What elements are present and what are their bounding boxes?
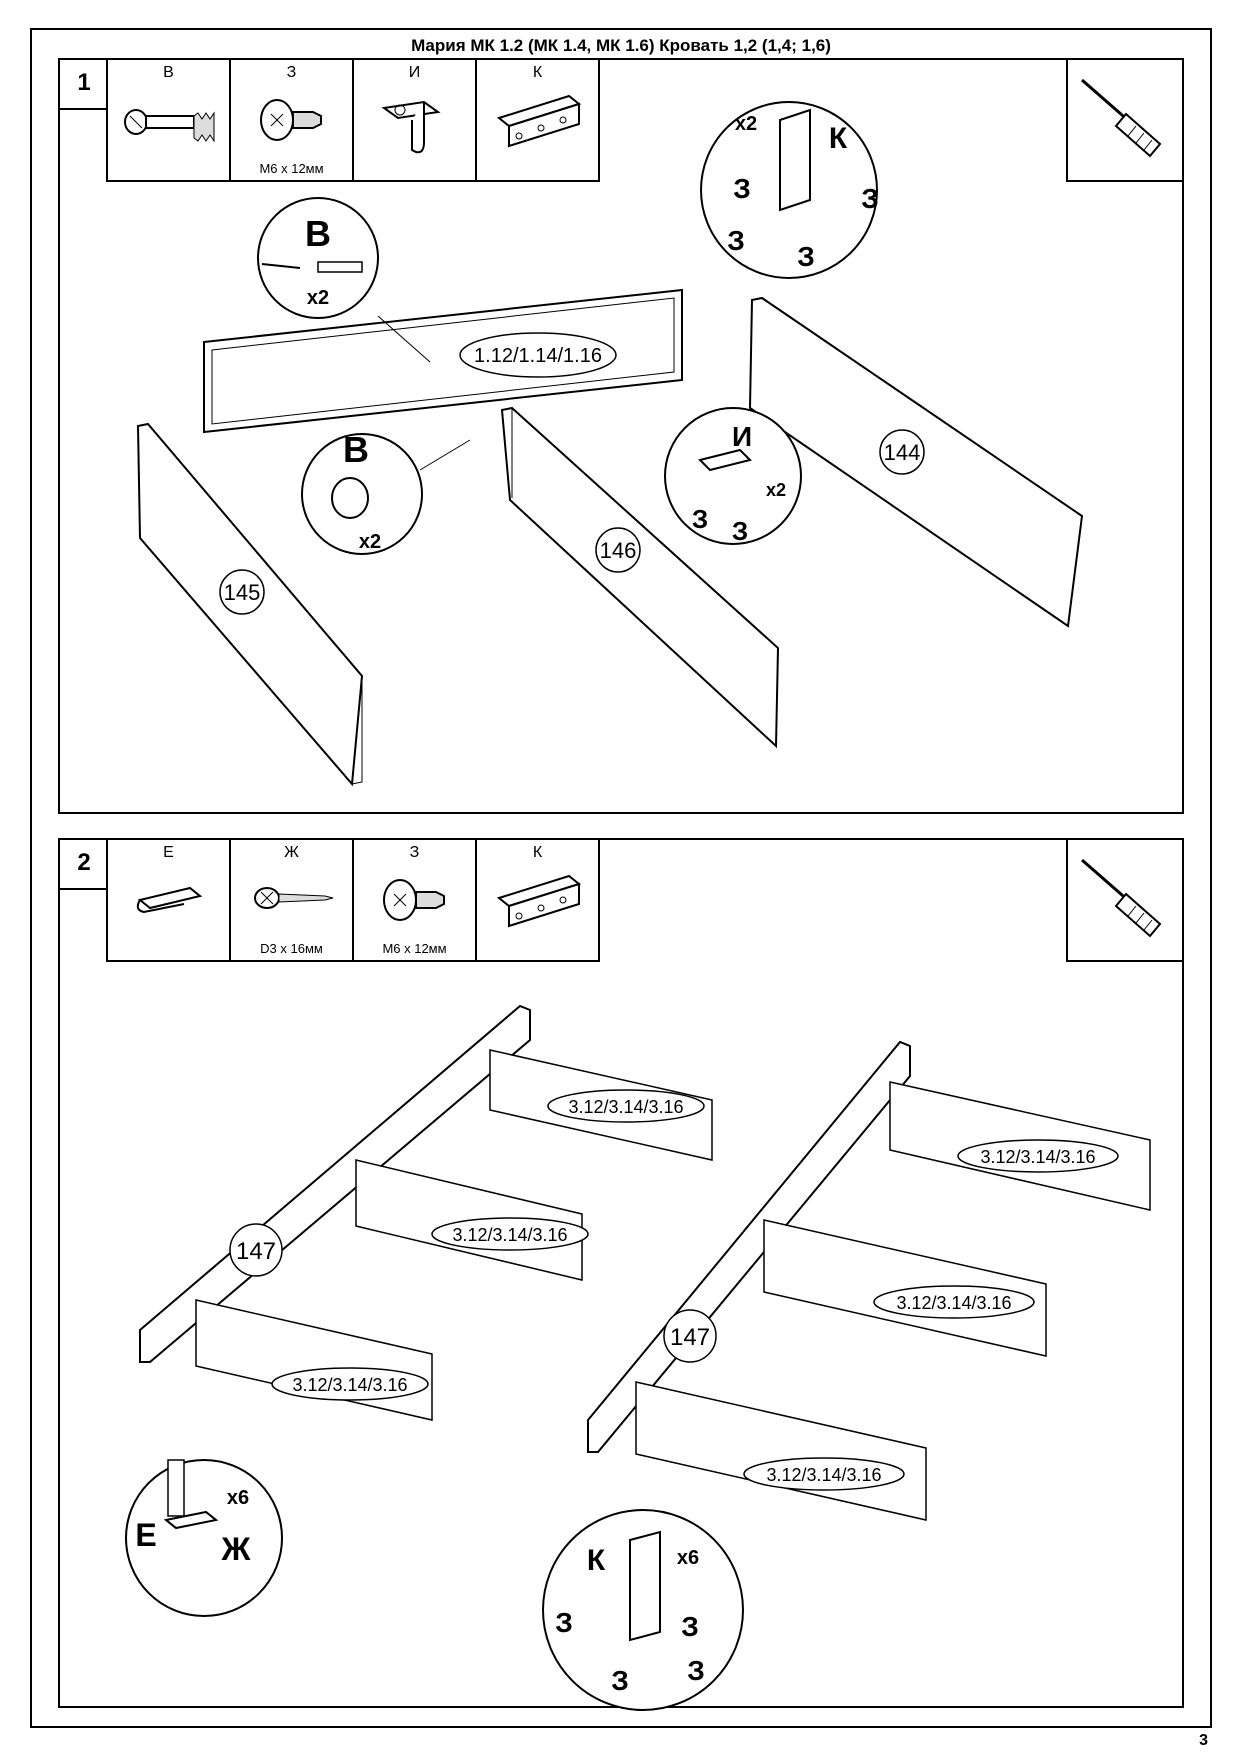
part-letter: К: [532, 64, 543, 81]
part-letter: З: [286, 64, 297, 81]
callout-e-screw: Ж: [221, 1531, 252, 1567]
part-i-cell: И: [352, 58, 477, 182]
slat-label: 3.12/3.14/3.16: [292, 1375, 407, 1395]
rail-label: 147: [670, 1324, 710, 1351]
support-bracket-icon: [136, 886, 203, 914]
callout-e: x6 Е Ж: [125, 1459, 283, 1617]
right-frame-assembly: 3.12/3.14/3.16 3.12/3.14/3.16 3.12/3.14/…: [587, 1040, 1151, 1521]
panel-144-label: 144: [884, 440, 921, 465]
callout-k2: К x6 З З З З: [542, 1509, 744, 1711]
slat-label: 3.12/3.14/3.16: [896, 1293, 1011, 1313]
part-letter: И: [408, 64, 421, 81]
angle-bracket-icon: [496, 874, 582, 928]
callout-i-screw-2: З: [732, 516, 748, 546]
left-frame-assembly: 3.12/3.14/3.16 3.12/3.14/3.16 3.12/3.14/…: [139, 1004, 713, 1421]
callout-e-qty: x6: [227, 1487, 249, 1509]
page-number: 3: [1199, 1732, 1208, 1749]
part-letter: Ж: [284, 844, 299, 861]
callout-b-top: В x2: [257, 197, 431, 363]
callout-b-top-qty: x2: [307, 287, 329, 309]
callout-k-screw-2: З: [861, 183, 879, 214]
panel-145: 145: [136, 422, 364, 787]
bolt-icon: [383, 879, 445, 921]
part-k2-cell: К: [475, 838, 600, 962]
part-letter: Е: [163, 844, 174, 861]
cam-dowel-icon: [124, 109, 215, 143]
part-size: М6 х 12мм: [259, 161, 324, 176]
angle-bracket-icon: [496, 94, 582, 148]
callout-k: x2 К З З З З: [700, 101, 879, 279]
callout-k-screw-3: З: [727, 225, 745, 256]
callout-k2-qty: x6: [677, 1547, 699, 1569]
bolt-icon: [260, 99, 322, 141]
part-zh-cell: Ж D3 х 16мм: [229, 838, 354, 962]
callout-k-qty: x2: [735, 113, 757, 135]
part-letter: К: [532, 844, 543, 861]
panel-146-label: 146: [600, 538, 637, 563]
callout-b-bottom-qty: x2: [359, 531, 381, 553]
screwdriver-icon: [1081, 858, 1162, 938]
slat-label: 3.12/3.14/3.16: [980, 1147, 1095, 1167]
page-title: Мария МК 1.2 (МК 1.4, МК 1.6) Кровать 1,…: [411, 36, 831, 55]
step2-parts-table: Е Ж D3 х 16мм З М6 х 12мм К: [106, 838, 600, 962]
panel-144: 144: [748, 296, 1084, 628]
step1-parts-table: В З М6 х 12мм И К: [106, 58, 600, 182]
callout-b-bottom-letter: В: [343, 429, 369, 470]
part-letter: З: [409, 844, 420, 861]
slat-label: 3.12/3.14/3.16: [568, 1097, 683, 1117]
part-size: М6 х 12мм: [382, 941, 447, 956]
step1-panel: [58, 58, 1184, 814]
step2-tool-box: [1066, 838, 1184, 962]
callout-k2-letter: К: [587, 1544, 606, 1577]
step1-tool-box: [1066, 58, 1184, 182]
callout-i-letter: И: [732, 421, 752, 452]
panel-145-label: 145: [224, 580, 261, 605]
step1-number: 1: [58, 58, 110, 110]
callout-k2-screw-2: З: [681, 1611, 699, 1642]
hook-bracket-icon: [381, 100, 441, 154]
rail-label: 147: [236, 1238, 276, 1265]
page-frame: [30, 28, 1212, 1728]
wood-screw-icon: [254, 887, 334, 909]
callout-i-screw-1: З: [692, 504, 708, 534]
slat-label: 3.12/3.14/3.16: [452, 1225, 567, 1245]
callout-k-screw-1: З: [733, 173, 751, 204]
callout-i-qty: x2: [766, 480, 786, 500]
part-k-cell: К: [475, 58, 600, 182]
headboard-panel: 1.12/1.14/1.16: [203, 288, 683, 434]
step2-number: 2: [58, 838, 110, 890]
part-letter: В: [163, 64, 174, 81]
callout-k2-screw-4: З: [687, 1655, 705, 1686]
headboard-label: 1.12/1.14/1.16: [474, 345, 602, 367]
slat-label: 3.12/3.14/3.16: [766, 1465, 881, 1485]
callout-b-top-letter: В: [305, 213, 331, 254]
callout-k-letter: К: [829, 122, 848, 155]
callout-k-screw-4: З: [797, 241, 815, 272]
callout-k2-screw-3: З: [611, 1665, 629, 1696]
callout-b-bottom: В x2: [301, 429, 471, 555]
part-size: D3 х 16мм: [260, 941, 323, 956]
callout-e-letter: Е: [135, 1517, 156, 1553]
panel-146: 146: [500, 406, 780, 749]
screwdriver-icon: [1081, 78, 1162, 158]
callout-i: И x2 З З: [664, 407, 802, 546]
callout-k2-screw-1: З: [555, 1607, 573, 1638]
